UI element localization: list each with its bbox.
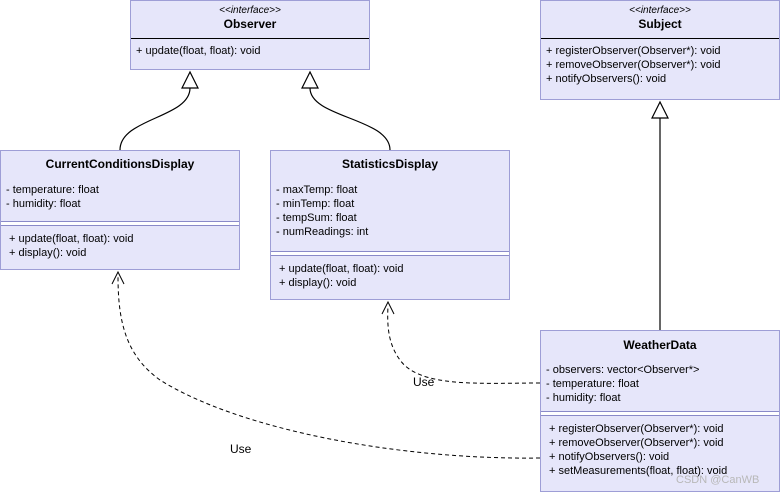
subject-name: Subject [638,17,682,31]
statistics-display-class[interactable]: StatisticsDisplay - maxTemp: float - min… [270,150,510,300]
realization-edge-current-to-observer [119,87,191,151]
current-display-divider [1,221,239,226]
statistics-display-operations: + update(float, float): void + display()… [271,256,509,292]
use-edge-weatherdata-to-statistics [387,305,541,384]
use-arrowhead-current [111,270,125,285]
watermark: CSDN @CanWB [676,474,760,486]
realization-arrowhead-weatherdata [651,100,669,119]
current-display-attributes: - temperature: float - humidity: float [1,179,239,221]
realization-arrowhead-statistics [301,70,319,89]
current-display-header: CurrentConditionsDisplay [1,151,239,179]
current-display-operation: + update(float, float): void [9,233,134,245]
current-display-operations: + update(float, float): void + display()… [1,226,239,262]
statistics-display-attribute: - numReadings: int [276,226,369,238]
weather-data-header: WeatherData [541,331,779,359]
observer-header: <<interface>> Observer [131,1,369,39]
subject-header: <<interface>> Subject [541,1,779,39]
observer-operation: + update(float, float): void [136,45,261,57]
statistics-display-name: StatisticsDisplay [341,157,439,171]
weather-data-attribute: - temperature: float [546,378,639,390]
weather-data-operation: + removeObserver(Observer*): void [549,437,724,449]
weather-data-operations: + registerObserver(Observer*): void + re… [541,416,779,480]
statistics-display-attribute: - maxTemp: float [276,184,358,196]
statistics-display-attribute: - minTemp: float [276,198,355,210]
weather-data-operation: + registerObserver(Observer*): void [549,423,724,435]
subject-operations: + registerObserver(Observer*): void + re… [541,39,779,88]
subject-stereotype: <<interface>> [629,5,691,16]
observer-name: Observer [223,17,277,31]
use-label-current: Use [230,442,252,456]
statistics-display-header: StatisticsDisplay [271,151,509,179]
statistics-display-operation: + update(float, float): void [279,263,404,275]
subject-operation: + removeObserver(Observer*): void [546,59,721,71]
weather-data-divider [541,411,779,416]
use-label-statistics: Use [413,375,435,389]
observer-interface-class[interactable]: <<interface>> Observer + update(float, f… [130,0,370,70]
use-edge-weatherdata-to-current [117,275,541,459]
statistics-display-divider [271,251,509,256]
realization-arrowhead-current [181,70,199,89]
current-conditions-display-class[interactable]: CurrentConditionsDisplay - temperature: … [0,150,240,270]
observer-operations: + update(float, float): void [131,39,369,60]
weather-data-attributes: - observers: vector<Observer*> - tempera… [541,359,779,411]
use-arrowhead-statistics [381,300,395,315]
current-display-name: CurrentConditionsDisplay [45,157,195,171]
weather-data-attribute: - observers: vector<Observer*> [546,364,700,376]
weather-data-attribute: - humidity: float [546,392,621,404]
statistics-display-attributes: - maxTemp: float - minTemp: float - temp… [271,179,509,251]
statistics-display-operation: + display(): void [279,277,357,289]
weather-data-operation: + setMeasurements(float, float): void [549,465,728,477]
weather-data-operation: + notifyObservers(): void [549,451,670,463]
weather-data-name: WeatherData [623,338,697,352]
realization-edge-statistics-to-observer [309,87,391,151]
current-display-attribute: - temperature: float [6,184,99,196]
subject-operation: + notifyObservers(): void [546,73,667,85]
subject-interface-class[interactable]: <<interface>> Subject + registerObserver… [540,0,780,100]
current-display-attribute: - humidity: float [6,198,81,210]
current-display-operation: + display(): void [9,247,87,259]
subject-operation: + registerObserver(Observer*): void [546,45,721,57]
statistics-display-attribute: - tempSum: float [276,212,357,224]
weather-data-class[interactable]: WeatherData - observers: vector<Observer… [540,330,780,492]
observer-stereotype: <<interface>> [219,5,281,16]
